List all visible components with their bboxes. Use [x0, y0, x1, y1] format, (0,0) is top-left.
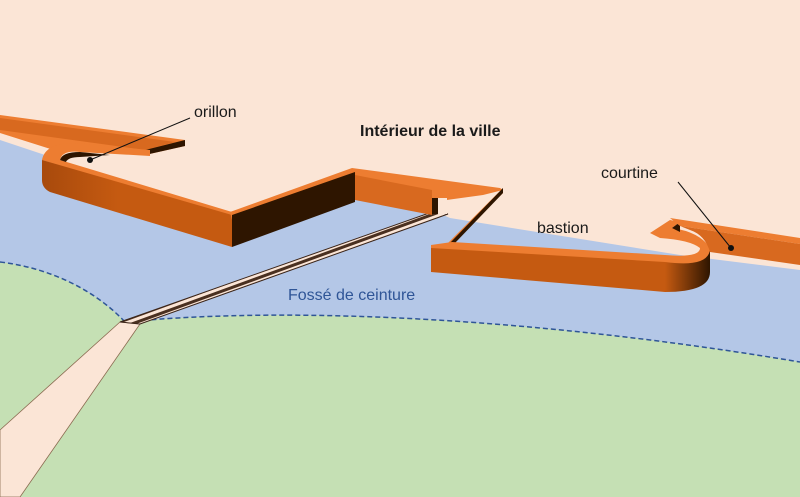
- left-curtain-wall: [0, 115, 185, 155]
- label-bastion: bastion: [537, 220, 589, 237]
- bastion-wall: [431, 188, 711, 292]
- label-interior: Intérieur de la ville: [360, 123, 501, 140]
- label-courtine: courtine: [601, 165, 658, 182]
- orillon-leader-line: [89, 117, 191, 161]
- moat-edge-dashed-line: [0, 261, 800, 363]
- courtine-leader-line: [677, 181, 732, 249]
- label-orillon: orillon: [194, 104, 237, 121]
- bridge: [119, 211, 449, 325]
- label-fosse: Fossé de ceinture: [288, 287, 415, 304]
- outer-land: [0, 262, 800, 497]
- flank-wall: [230, 168, 503, 247]
